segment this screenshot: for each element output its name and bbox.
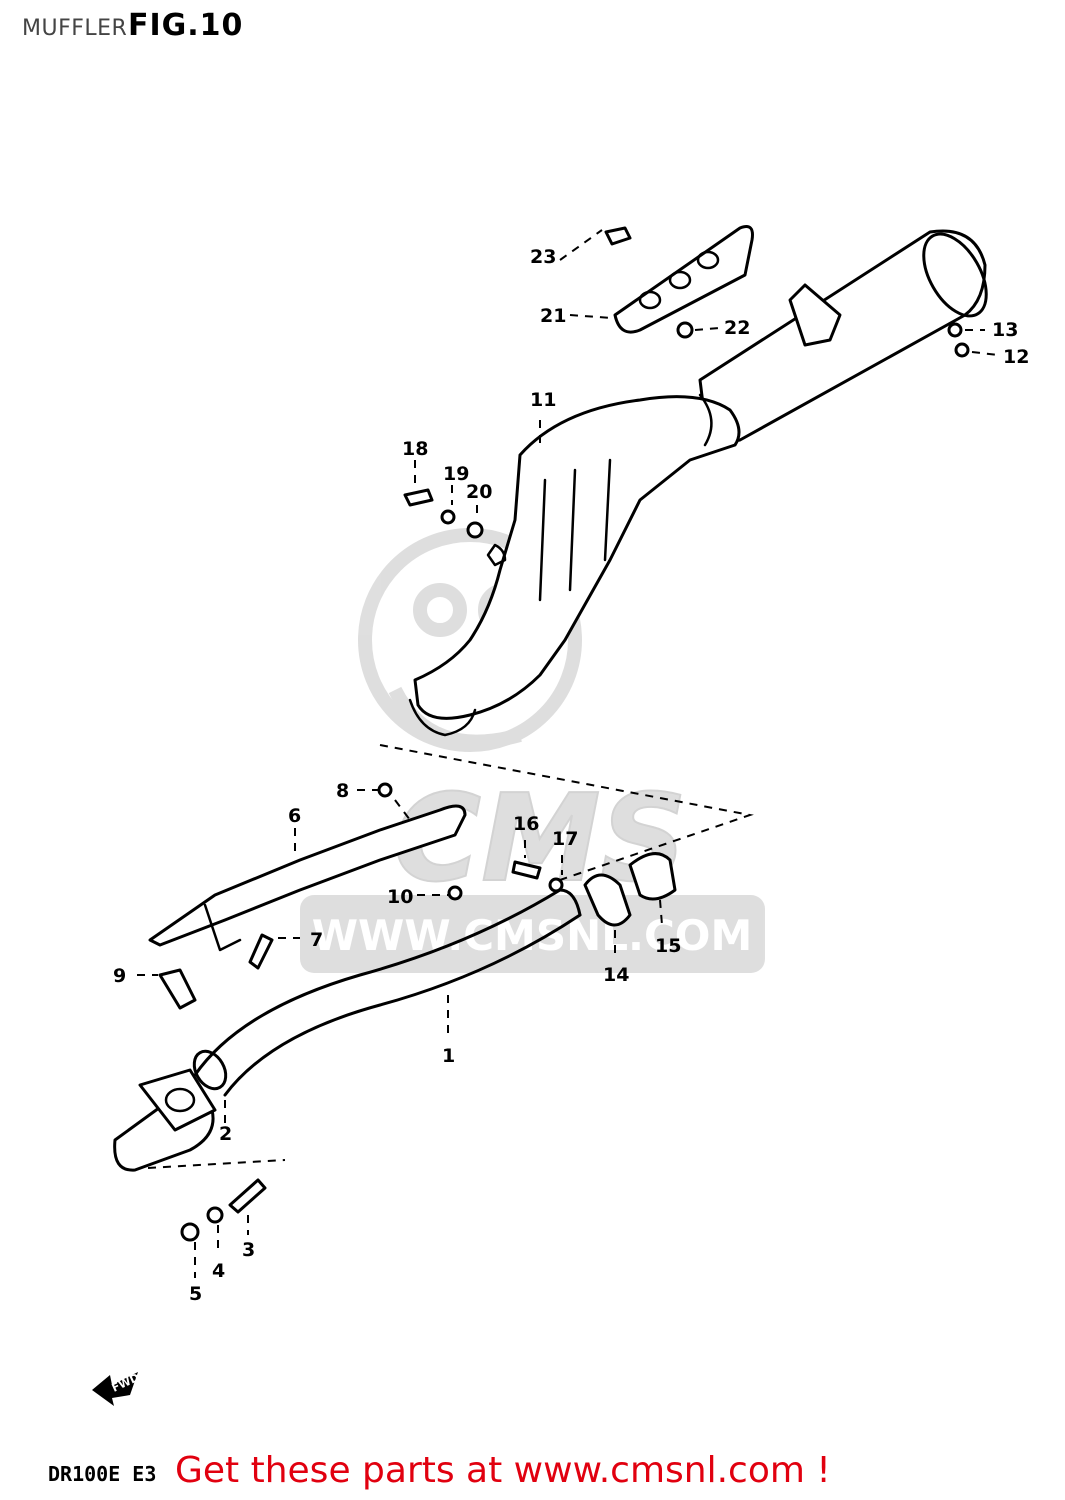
part-label-23: 23	[530, 246, 556, 268]
part-label-9: 9	[113, 965, 126, 987]
part-label-16: 16	[513, 813, 539, 835]
part-label-2: 2	[219, 1123, 232, 1145]
part-label-17: 17	[552, 828, 578, 850]
muffler-body	[408, 229, 988, 737]
alignment-lines	[137, 229, 999, 1278]
part-label-7: 7	[310, 929, 323, 951]
part-label-21: 21	[540, 305, 566, 327]
watermark-url: WWW.CMSNL.COM	[312, 911, 753, 960]
part-label-6: 6	[288, 805, 301, 827]
part-label-22: 22	[724, 317, 750, 339]
figure-label: FIG.10	[128, 8, 244, 43]
exhaust-pipe	[113, 888, 582, 1172]
part-labels: 1 2 3 4 5 6 7 8 9 10 11 12 13 14 15 16 1…	[113, 246, 1029, 1305]
fwd-arrow-icon: FWD	[92, 1371, 141, 1406]
part-label-8: 8	[336, 780, 349, 802]
part-label-15: 15	[655, 935, 681, 957]
page-title: MUFFLER	[22, 16, 128, 41]
hardware	[158, 226, 970, 1242]
part-label-3: 3	[242, 1239, 255, 1261]
model-code: DR100E E3	[48, 1462, 157, 1486]
upper-heat-shield	[613, 225, 754, 334]
part-label-5: 5	[189, 1283, 202, 1305]
part-label-13: 13	[992, 319, 1018, 341]
watermark-url-box	[300, 895, 765, 973]
part-label-10: 10	[387, 886, 413, 908]
lower-heat-shield	[148, 804, 467, 952]
clamp-and-gasket	[583, 852, 677, 927]
part-label-14: 14	[603, 964, 629, 986]
part-label-20: 20	[466, 481, 492, 503]
parts-link-banner[interactable]: Get these parts at www.cmsnl.com !	[175, 1450, 831, 1491]
part-label-18: 18	[402, 438, 428, 460]
part-label-1: 1	[442, 1045, 455, 1067]
part-label-11: 11	[530, 389, 556, 411]
part-label-4: 4	[212, 1260, 225, 1282]
part-label-19: 19	[443, 463, 469, 485]
part-label-12: 12	[1003, 346, 1029, 368]
